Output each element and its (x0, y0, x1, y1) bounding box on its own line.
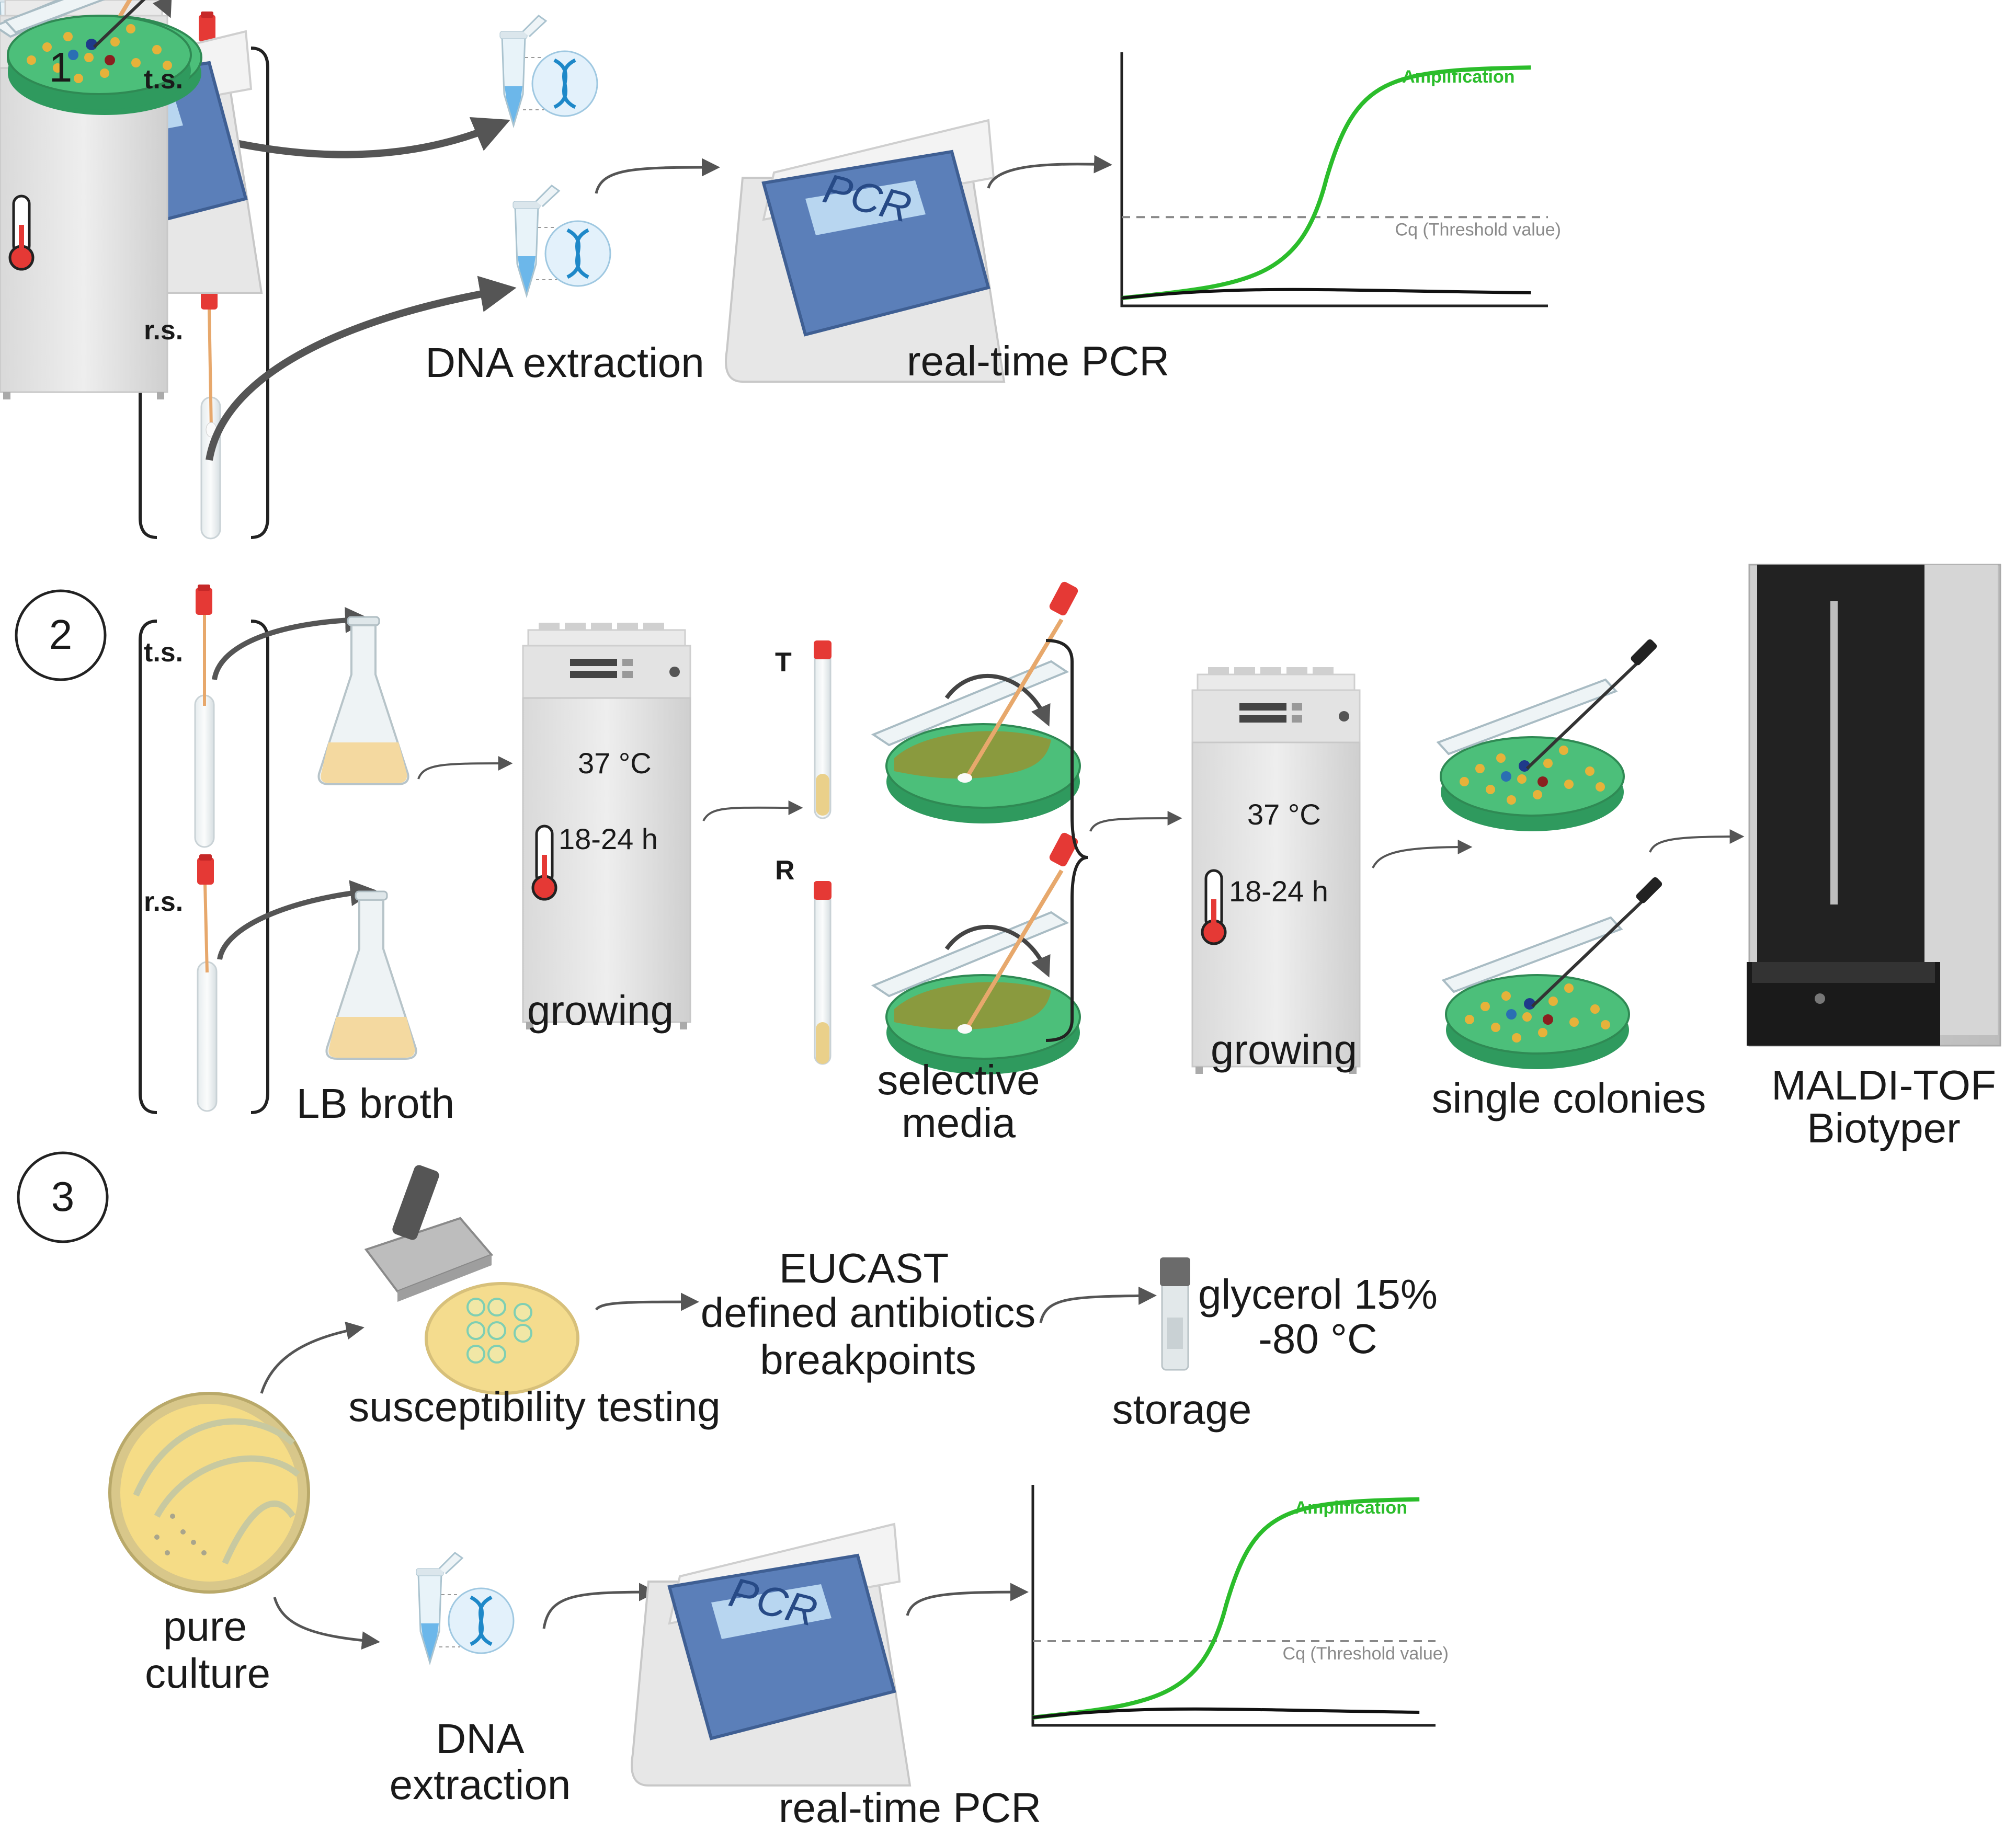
chart-axes (1120, 52, 1548, 307)
plate-tag-r: R (775, 855, 795, 886)
step-2-number: 2 (49, 611, 73, 658)
susceptibility-plate (364, 1165, 579, 1395)
arrow-rs-to-dna (206, 276, 517, 461)
throat-swab-tube-2 (194, 585, 215, 848)
arrow-dna-to-pcr-3 (542, 1583, 657, 1629)
realtime-pcr-label-1: real-time PCR (906, 338, 1170, 384)
amplification-curve (1032, 1497, 1420, 1720)
lb-broth-label: LB broth (296, 1080, 455, 1127)
rs-tag-2: r.s. (144, 887, 184, 917)
cryovial (1160, 1257, 1190, 1371)
glycerol-line-1: glycerol 15% (1198, 1271, 1438, 1318)
rectal-swab-tube (200, 279, 221, 540)
eucast-line-2: defined antibiotics (700, 1289, 1036, 1336)
media-bracket (1045, 639, 1088, 1042)
arrow-pcr-to-chart-3 (906, 1583, 1029, 1616)
selective-media-label-line-1: selective (877, 1057, 1040, 1103)
amplification-curve (1121, 65, 1531, 300)
eucast-line-1: EUCAST (779, 1245, 949, 1291)
amplification-chart-2: Amplification Cq (Threshold value) (1031, 1485, 1449, 1727)
step-1-number: 1 (49, 44, 73, 90)
arrow-culture-to-dna (273, 1597, 380, 1650)
dna-extraction-3-line-2: extraction (389, 1761, 571, 1808)
sample-bracket-2 (139, 620, 269, 1114)
single-colonies-label: single colonies (1431, 1075, 1706, 1121)
threshold-label: Cq (Threshold value) (1395, 220, 1561, 239)
maldi-tof-instrument (1747, 564, 2001, 1047)
baseline-curve (1032, 1707, 1420, 1719)
arrow-ts-to-dna (213, 117, 510, 158)
amplification-chart-1: Amplification Cq (Threshold value) (1120, 52, 1561, 307)
single-colonies-plate (3, 0, 192, 110)
amplification-label: Amplification (1295, 1498, 1407, 1518)
tube-t (814, 640, 832, 819)
maldi-label-line-2: Biotyper (1807, 1105, 1961, 1151)
incubator-1-temperature: 37 °C (578, 747, 652, 780)
amplification-label: Amplification (1402, 67, 1514, 87)
arrow-rs-to-broth (217, 880, 377, 960)
rectal-swab-tube-2 (197, 854, 218, 1112)
threshold-label: Cq (Threshold value) (1283, 1644, 1449, 1664)
pure-culture-line-2: culture (144, 1650, 271, 1697)
incubator-2-temperature: 37 °C (1247, 798, 1321, 831)
selective-media-label-line-2: media (902, 1100, 1016, 1146)
pure-culture-plate (108, 1392, 310, 1594)
dna-extraction-3-line-1: DNA (436, 1715, 525, 1762)
eucast-line-3: breakpoints (760, 1336, 976, 1383)
storage-label: storage (1112, 1386, 1252, 1433)
growing-label-1: growing (527, 987, 674, 1034)
arrow-susceptibility-to-eucast (595, 1292, 699, 1311)
arrow-colonies-to-maldi (1649, 829, 1745, 853)
dna-extraction-label: DNA extraction (425, 339, 704, 386)
growing-label-2: growing (1210, 1026, 1358, 1073)
arrow-eucast-to-storage (1039, 1286, 1157, 1323)
arrow-ts-to-broth (212, 607, 371, 680)
arrow-incubator-to-media (702, 800, 803, 821)
pure-culture-line-1: pure (163, 1603, 247, 1650)
realtime-pcr-label-3: real-time PCR (778, 1784, 1042, 1831)
incubator-2-duration: 18-24 h (1229, 875, 1328, 908)
ts-tag-1: t.s. (144, 64, 184, 95)
rs-tag-1: r.s. (144, 315, 184, 346)
glycerol-line-2: -80 °C (1258, 1315, 1377, 1362)
baseline-curve (1121, 288, 1531, 300)
tube-r (814, 881, 832, 1065)
step-3-number: 3 (51, 1173, 75, 1220)
arrow-broth-to-incubator (417, 756, 513, 780)
arrow-pcr-to-chart (987, 155, 1112, 189)
arrow-dna-to-pcr (595, 158, 720, 194)
step-3-badge (17, 1151, 109, 1243)
susceptibility-label: susceptibility testing (348, 1383, 721, 1430)
incubator-1-duration: 18-24 h (559, 822, 658, 855)
maldi-label-line-1: MALDI-TOF (1771, 1062, 1996, 1108)
chart-axes (1031, 1485, 1436, 1727)
arrow-media-to-incubator (1089, 811, 1182, 832)
arrow-incubator-to-colonies (1372, 840, 1473, 868)
step-2-badge (15, 589, 107, 681)
arrow-culture-to-susceptibility (260, 1321, 365, 1394)
plate-tag-t: T (775, 647, 792, 678)
ts-tag-2: t.s. (144, 637, 184, 668)
